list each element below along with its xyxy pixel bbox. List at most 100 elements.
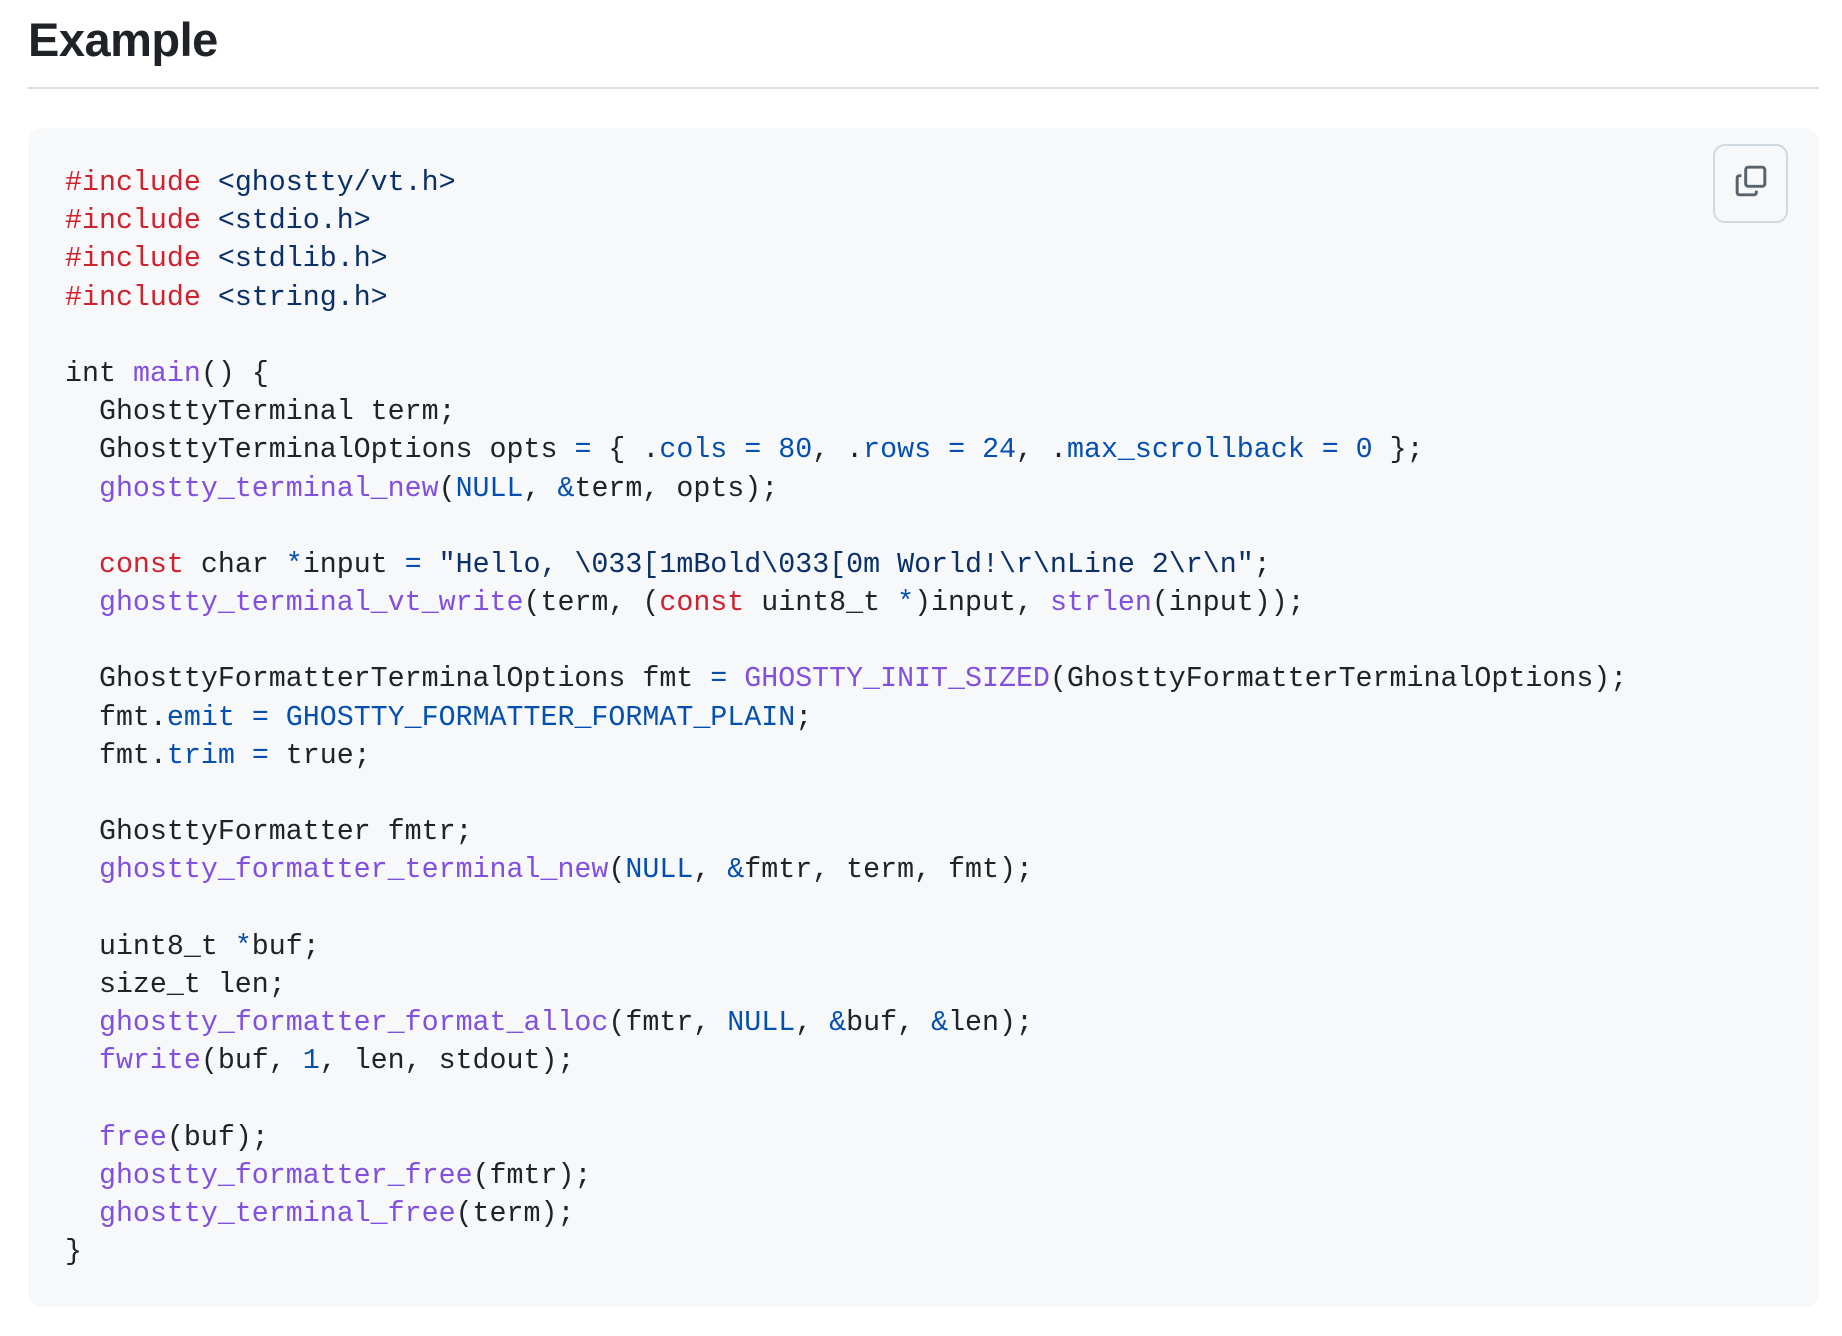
code-token: GhosttyFormatterTerminalOptions fmt	[65, 663, 711, 696]
code-token: GHOSTTY_FORMATTER_FORMAT_PLAIN	[285, 701, 796, 734]
code-token	[422, 549, 439, 581]
code-token: (buf,	[200, 1045, 303, 1078]
code-token: (term, (	[523, 587, 660, 620]
code-token: emit	[166, 701, 235, 734]
code-line	[65, 317, 1627, 355]
code-token	[727, 434, 744, 466]
code-token	[65, 1198, 99, 1230]
code-line: GhosttyTerminalOptions opts = { .cols = …	[65, 431, 1627, 469]
code-token: <ghostty/vt.h>	[217, 167, 456, 199]
code-token	[201, 282, 218, 314]
code-token: (GhosttyFormatterTerminalOptions);	[1049, 663, 1628, 696]
code-token: #include	[65, 281, 201, 314]
code-line: uint8_t *buf;	[65, 928, 1627, 966]
code-line	[65, 890, 1627, 928]
code-line: #include <ghostty/vt.h>	[65, 164, 1627, 202]
code-token	[65, 1007, 99, 1039]
code-line	[65, 622, 1627, 660]
code-token: fmt.	[65, 701, 167, 734]
code-token: ,	[795, 1007, 830, 1040]
code-line: ghostty_formatter_terminal_new(NULL, &fm…	[65, 851, 1627, 889]
code-token: 1	[302, 1045, 320, 1078]
code-token: input	[302, 548, 405, 581]
heading-divider	[28, 87, 1819, 89]
code-token: )input,	[914, 587, 1050, 620]
code-token	[65, 1045, 99, 1077]
code-token: GHOSTTY_INIT_SIZED	[744, 663, 1050, 696]
code-token: main	[132, 357, 201, 390]
code-token: =	[948, 434, 966, 467]
code-token	[65, 1122, 99, 1154]
code-token: GhosttyFormatter fmtr;	[65, 816, 473, 849]
code-token: ghostty_formatter_format_alloc	[98, 1007, 609, 1040]
code-token	[65, 549, 99, 581]
code-token: cols	[659, 434, 728, 467]
code-token: max_scrollback	[1066, 434, 1305, 467]
code-token	[269, 702, 286, 734]
code-token: ghostty_formatter_free	[98, 1159, 473, 1192]
code-token: <stdlib.h>	[217, 243, 388, 276]
code-line	[65, 508, 1627, 546]
code-token	[65, 1160, 99, 1192]
code-token: (fmtr,	[608, 1007, 728, 1040]
code-token: size_t len;	[65, 968, 286, 1001]
code-token: ghostty_terminal_new	[98, 472, 439, 505]
code-token: , len, stdout);	[319, 1045, 575, 1078]
code-token: () {	[200, 357, 269, 390]
code-token: { .	[591, 434, 660, 467]
code-token: 0	[1355, 434, 1373, 467]
copy-icon	[1734, 164, 1768, 203]
code-token: <stdio.h>	[217, 205, 371, 238]
code-token: GhosttyTerminal term;	[65, 396, 456, 429]
code-token: true;	[268, 739, 371, 772]
code-line: ghostty_terminal_free(term);	[65, 1195, 1627, 1233]
code-token: trim	[166, 739, 235, 772]
code-line	[65, 1081, 1627, 1119]
code-token: NULL	[727, 1007, 796, 1040]
code-token: free	[98, 1121, 167, 1154]
code-token: fmt.	[65, 739, 167, 772]
code-token: &	[931, 1007, 949, 1040]
code-content: #include <ghostty/vt.h>#include <stdio.h…	[65, 164, 1627, 1271]
code-token: =	[404, 548, 422, 581]
code-token: =	[251, 739, 269, 772]
code-token: ghostty_terminal_vt_write	[98, 587, 524, 620]
code-token: uint8_t	[65, 930, 235, 963]
code-token: (buf);	[166, 1121, 269, 1154]
code-token: <string.h>	[217, 281, 388, 314]
code-token: =	[744, 434, 762, 467]
code-token: (term);	[455, 1198, 575, 1231]
code-token: ;	[795, 701, 813, 734]
code-line: GhosttyFormatter fmtr;	[65, 813, 1627, 851]
code-token	[931, 434, 948, 466]
code-token	[1305, 434, 1322, 466]
code-line: fwrite(buf, 1, len, stdout);	[65, 1042, 1627, 1080]
code-token: , .	[812, 434, 864, 467]
code-token: len);	[948, 1007, 1033, 1040]
code-token: (fmtr);	[472, 1159, 592, 1192]
section-heading: Example	[28, 13, 218, 66]
code-token: char	[183, 548, 286, 581]
code-token	[761, 434, 778, 466]
code-token: 80	[778, 434, 813, 467]
code-token: }	[65, 1236, 82, 1269]
code-token: #include	[65, 205, 201, 238]
code-token: (input));	[1151, 587, 1305, 620]
code-token: buf,	[846, 1007, 932, 1040]
code-line: ghostty_terminal_vt_write(term, (const u…	[65, 584, 1627, 622]
code-token: int	[65, 357, 133, 390]
copy-button[interactable]	[1713, 144, 1788, 223]
code-token: &	[829, 1007, 847, 1040]
code-token: ghostty_formatter_terminal_new	[98, 854, 609, 887]
code-line: ghostty_formatter_format_alloc(fmtr, NUL…	[65, 1004, 1627, 1042]
code-token: =	[251, 701, 269, 734]
code-block: #include <ghostty/vt.h>#include <stdio.h…	[28, 128, 1819, 1307]
code-token: const	[659, 587, 745, 620]
code-token: NULL	[455, 472, 524, 505]
code-token: ,	[523, 472, 558, 505]
code-token: ghostty_terminal_free	[98, 1198, 456, 1231]
code-token: };	[1372, 434, 1424, 467]
code-token	[235, 740, 252, 772]
code-token: term, opts);	[574, 472, 779, 505]
code-line: #include <string.h>	[65, 279, 1627, 317]
